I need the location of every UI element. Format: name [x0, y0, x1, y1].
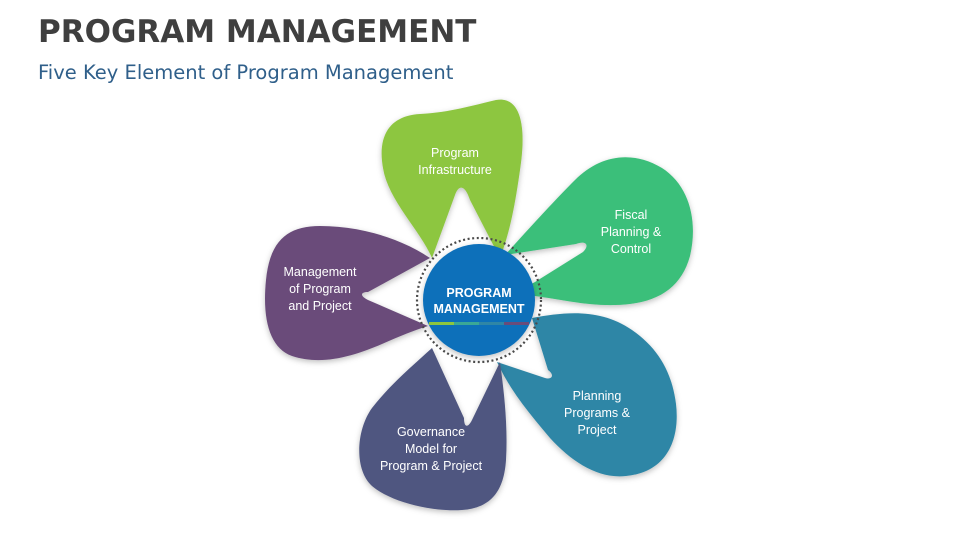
petal-label-infrastructure: Program Infrastructure: [390, 145, 520, 179]
petal-label-line: Infrastructure: [418, 163, 492, 177]
hub-bar-3: [479, 322, 504, 325]
petal-governance: [359, 348, 507, 511]
petal-label-fiscal: Fiscal Planning & Control: [566, 207, 696, 258]
petal-management: [265, 226, 430, 361]
petal-label-line: Programs &: [564, 406, 630, 420]
petal-label-line: Program: [431, 146, 479, 160]
hub-bar-4: [504, 322, 529, 325]
petal-label-line: Planning &: [600, 225, 662, 239]
page-title: PROGRAM MANAGEMENT: [38, 14, 477, 50]
petal-label-management: Management of Program and Project: [255, 264, 385, 315]
petal-label-line: Fiscal: [614, 208, 648, 222]
petal-label-line: Program & Project: [379, 459, 483, 473]
hub-label-line-1: PROGRAM: [446, 286, 512, 300]
petal-label-line: Planning: [572, 389, 622, 403]
petal-label-planning: Planning Programs & Project: [532, 388, 662, 439]
petal-label-line: and Project: [288, 299, 352, 313]
petal-fiscal: [505, 157, 693, 306]
hub-circle: [423, 244, 535, 356]
petal-label-line: Management: [283, 265, 357, 279]
petal-label-line: of Program: [289, 282, 351, 296]
hub-label: PROGRAM MANAGEMENT: [420, 285, 538, 317]
petal-label-governance: Governance Model for Program & Project: [366, 424, 496, 475]
hub-bar-1: [429, 322, 454, 325]
petal-planning: [497, 313, 677, 477]
petal-label-line: Model for: [404, 442, 458, 456]
hub-label-line-2: MANAGEMENT: [433, 302, 525, 316]
hub-bar-2: [454, 322, 479, 325]
page-subtitle: Five Key Element of Program Management: [38, 61, 454, 84]
petal-label-line: Project: [577, 423, 617, 437]
hub-dotted-ring: [415, 236, 543, 364]
petal-label-line: Governance: [396, 425, 466, 439]
petal-label-line: Control: [610, 242, 652, 256]
petal-infrastructure: [381, 99, 523, 258]
